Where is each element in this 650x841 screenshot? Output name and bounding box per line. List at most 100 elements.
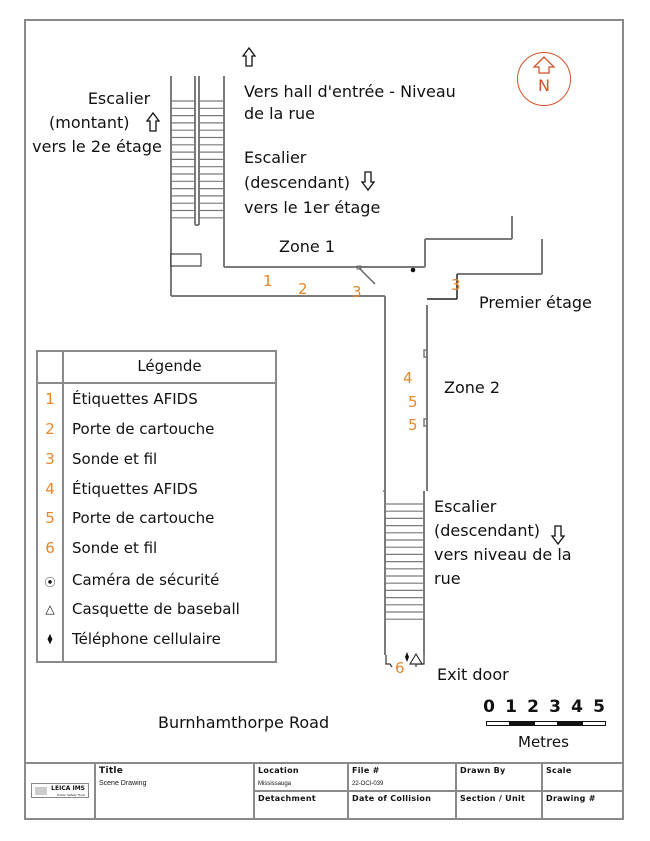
north-arrow-icon: [532, 56, 556, 74]
arrow-down-stair2-icon: [550, 525, 566, 546]
arrow-down-stair-icon: [360, 171, 376, 192]
logo-text: LEICA IMS: [51, 785, 85, 792]
evidence-marker-5a: 5: [408, 393, 418, 411]
legend-item: 6 Sonde et fil: [38, 539, 275, 569]
scale-segment: [582, 721, 606, 726]
legend-item: ⦿ Caméra de sécurité: [38, 571, 275, 601]
logo-subtext: Public Safety Tools: [57, 793, 85, 797]
title-value: Scene Drawing: [99, 780, 147, 787]
legend-key: 5: [45, 509, 55, 527]
evidence-marker-6: 6: [395, 659, 405, 677]
scale-tick: 0: [483, 697, 495, 717]
file-cell: File # 22-OCI-039: [349, 764, 457, 792]
legend-item: ⧫ Téléphone cellulaire: [38, 630, 275, 660]
north-arrow: N: [517, 52, 571, 106]
stair-down2-line2: (descendant): [434, 521, 540, 540]
to-lobby-line1: Vers hall d'entrée - Niveau: [244, 82, 456, 101]
phone-icon: ⧫: [47, 634, 53, 645]
scale-segment: [534, 721, 558, 726]
to-lobby-label: Vers hall d'entrée - Niveau de la rue: [244, 81, 456, 125]
to-lobby-line2: de la rue: [244, 104, 315, 123]
legend-item: 5 Porte de cartouche: [38, 509, 275, 539]
scale-segment: [486, 721, 510, 726]
evidence-marker-2: 2: [298, 280, 308, 298]
zone1-label: Zone 1: [279, 237, 335, 256]
legend-key: 4: [45, 480, 55, 498]
first-floor-label: Premier étage: [479, 293, 592, 312]
exit-door-label: Exit door: [437, 665, 509, 684]
drawing-number-label: Drawing #: [546, 794, 596, 803]
logo-cell: LEICA IMS Public Safety Tools: [24, 764, 96, 820]
stair-down-line1: Escalier: [244, 148, 307, 167]
legend-text: Porte de cartouche: [72, 420, 215, 438]
door-swing: [358, 267, 376, 285]
legend-key: 2: [45, 420, 55, 438]
section-cell: Section / Unit: [457, 792, 543, 820]
scale-tick: 3: [549, 697, 561, 717]
date-label: Date of Collision: [352, 794, 432, 803]
legend-key: 1: [45, 390, 55, 408]
scale-bar-segments: [486, 721, 611, 729]
scale-cell: Scale: [543, 764, 622, 792]
scale-tick: 4: [571, 697, 583, 717]
stair-down2-label: Escalier (descendant) vers niveau de la …: [434, 495, 572, 591]
baseball-cap-marker-icon: [408, 652, 424, 665]
scale-tick: 2: [527, 697, 539, 717]
legend-item: 2 Porte de cartouche: [38, 420, 275, 450]
detachment-cell: Detachment: [255, 792, 349, 820]
arrow-up-stair-icon: [145, 111, 161, 132]
stair-down-label: Escalier (descendant) vers le 1er étage: [244, 145, 380, 220]
date-cell: Date of Collision: [349, 792, 457, 820]
location-label: Location: [258, 766, 299, 775]
zone2-label: Zone 2: [444, 378, 500, 397]
legend-text: Téléphone cellulaire: [72, 630, 221, 648]
stair-up-line2: (montant): [49, 113, 130, 132]
legend-text: Porte de cartouche: [72, 509, 215, 527]
legend-item: 1 Étiquettes AFIDS: [38, 390, 275, 420]
stair-down2-line4: rue: [434, 569, 461, 588]
drawn-by-cell: Drawn By: [457, 764, 543, 792]
evidence-marker-5b: 5: [408, 416, 418, 434]
title-label: Title: [99, 766, 124, 776]
evidence-marker-1: 1: [263, 272, 273, 290]
stair-up-line1: Escalier: [87, 89, 151, 108]
legend-key: 6: [45, 539, 55, 557]
camera-marker-icon: [410, 267, 416, 273]
title-block: LEICA IMS Public Safety Tools Title Scen…: [24, 762, 624, 820]
stair-down2-line1: Escalier: [434, 497, 497, 516]
drawn-by-label: Drawn By: [460, 766, 506, 775]
detachment-label: Detachment: [258, 794, 317, 803]
legend-key: 3: [45, 450, 55, 468]
scale-segment: [558, 721, 582, 726]
stair-down2-line3: vers niveau de la: [434, 545, 572, 564]
evidence-marker-3b: 3: [451, 276, 461, 294]
scale-tick: 5: [593, 697, 605, 717]
location-value: Mississauga: [258, 781, 292, 787]
stair-down-line2: (descendant): [244, 173, 350, 192]
file-label: File #: [352, 766, 380, 775]
scale-label: Scale: [546, 766, 572, 775]
legend-text: Caméra de sécurité: [72, 571, 220, 589]
camera-icon: ⦿: [44, 576, 56, 589]
legend-text: Sonde et fil: [72, 450, 158, 468]
north-label: N: [538, 76, 550, 95]
drawing-number-cell: Drawing #: [543, 792, 622, 820]
scale-segment: [510, 721, 534, 726]
legend-item: 3 Sonde et fil: [38, 450, 275, 480]
stair-up-line3: vers le 2e étage: [32, 137, 162, 156]
legend-text: Étiquettes AFIDS: [72, 390, 198, 408]
logo: LEICA IMS Public Safety Tools: [31, 783, 89, 798]
road-label: Burnhamthorpe Road: [158, 713, 330, 732]
evidence-marker-3a: 3: [352, 283, 362, 301]
legend-text: Casquette de baseball: [72, 600, 240, 618]
arrow-up-lobby-icon: [241, 46, 257, 67]
object-rectangle: [170, 253, 202, 267]
file-value: 22-OCI-039: [352, 781, 384, 787]
legend-text: Sonde et fil: [72, 539, 158, 557]
location-cell: Location Mississauga: [255, 764, 349, 792]
